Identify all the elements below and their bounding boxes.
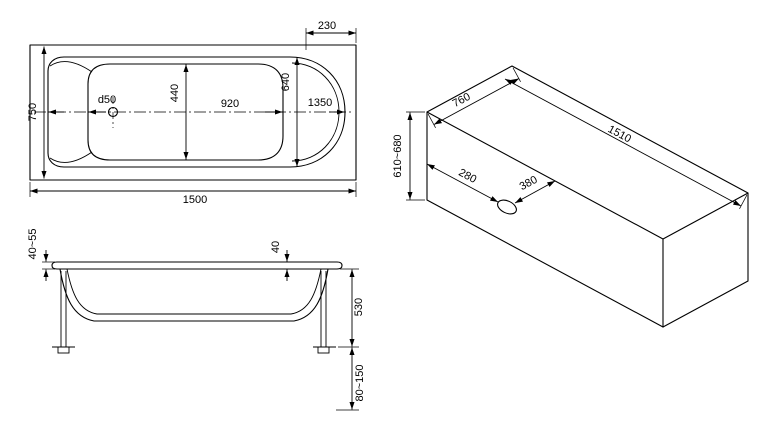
tub-left-contour-bottom bbox=[49, 151, 93, 163]
drain-ellipse-iso bbox=[497, 199, 517, 215]
iso-bottom-left-edge bbox=[426, 199, 664, 328]
drain-circle bbox=[107, 106, 119, 118]
dim-body-height: 530 bbox=[353, 298, 365, 316]
top-view: d50 750 1500 230 640 440 920 1350 bbox=[27, 20, 357, 206]
left-foot-pad bbox=[57, 346, 70, 354]
right-foot-pad bbox=[317, 346, 330, 354]
front-view: 40~55 40 530 80~150 bbox=[27, 229, 366, 411]
iso-bottom-right-edge bbox=[662, 280, 749, 328]
tub-outer-rect bbox=[29, 44, 357, 181]
dim-rim-inner-length: 1350 bbox=[308, 97, 332, 109]
dim-line-280 bbox=[426, 163, 499, 203]
dim-drain-offset-side: 280 bbox=[456, 167, 478, 186]
dim-overall-width: 750 bbox=[27, 103, 39, 121]
tub-rim-opening bbox=[47, 56, 346, 168]
dim-rim-inner-width: 640 bbox=[280, 73, 292, 91]
dim-iso-length: 1510 bbox=[606, 123, 633, 145]
dim-line-760 bbox=[433, 78, 520, 125]
rim-right-cap bbox=[336, 261, 343, 270]
iso-top-face bbox=[426, 65, 749, 240]
tub-basin-outline bbox=[87, 63, 284, 161]
dim-drain-offset-end: 380 bbox=[518, 174, 540, 193]
tub-profile-inner bbox=[66, 268, 322, 315]
dim-line-1510 bbox=[504, 78, 742, 207]
dim-iso-height-range: 610~680 bbox=[392, 134, 404, 177]
tub-left-contour-top bbox=[49, 61, 93, 73]
dim-ext-1510-right bbox=[739, 194, 748, 209]
dim-line-380 bbox=[514, 180, 556, 204]
iso-view: 760 1510 610~680 280 380 bbox=[392, 65, 749, 328]
dim-rim-thickness: 40~55 bbox=[27, 229, 39, 260]
tub-profile-outer bbox=[59, 268, 329, 322]
drain-label: d50 bbox=[98, 94, 116, 106]
dim-basin-length: 920 bbox=[221, 98, 239, 110]
dim-end-width: 230 bbox=[318, 20, 336, 32]
dim-leg-height: 80~150 bbox=[354, 364, 366, 401]
dim-ext-760-left bbox=[427, 113, 436, 128]
dim-rim-ledge: 40 bbox=[270, 241, 282, 253]
dim-basin-width: 440 bbox=[169, 84, 181, 102]
rim-left-cap bbox=[51, 261, 58, 270]
tub-legs bbox=[52, 271, 336, 354]
dim-overall-length: 1500 bbox=[183, 194, 207, 206]
dim-iso-width: 760 bbox=[451, 91, 473, 110]
